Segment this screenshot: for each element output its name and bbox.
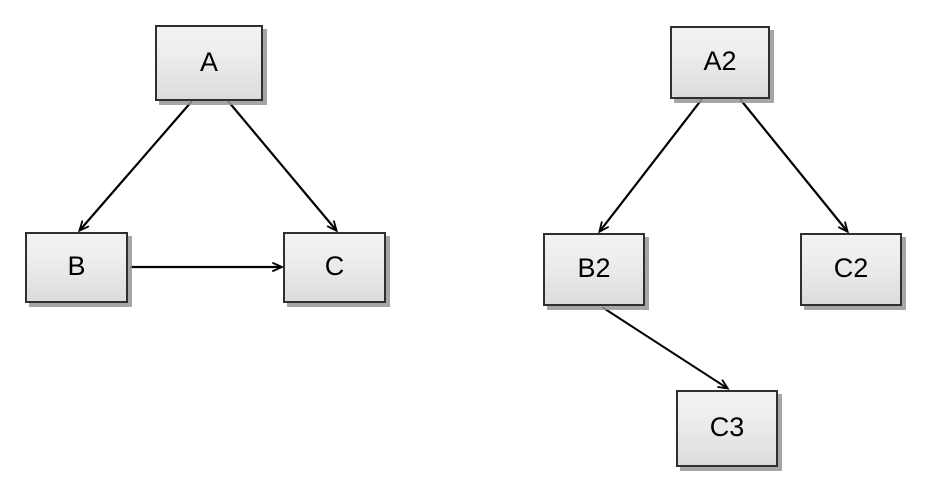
node-c3-label: C3	[709, 412, 745, 442]
edge-a2-to-c2	[739, 98, 847, 231]
edge-a-to-b	[80, 100, 193, 230]
node-c2[interactable]: C2	[800, 233, 902, 306]
node-a-label: A	[199, 46, 218, 77]
node-b2-label: B2	[577, 253, 611, 283]
node-c2-label: C2	[833, 253, 869, 283]
node-a2-label: A2	[703, 46, 737, 76]
node-b2[interactable]: B2	[543, 233, 645, 306]
node-c-label: C	[324, 251, 345, 281]
node-b-label: B	[67, 251, 86, 281]
node-b[interactable]: B	[25, 232, 128, 303]
edge-b2-to-c3	[601, 306, 727, 388]
node-c[interactable]: C	[283, 232, 386, 303]
node-a[interactable]: A	[155, 25, 263, 101]
edge-a2-to-b2	[600, 98, 703, 231]
edge-a-to-c	[227, 100, 336, 230]
node-a2[interactable]: A2	[670, 26, 770, 99]
node-c3[interactable]: C3	[676, 390, 778, 467]
